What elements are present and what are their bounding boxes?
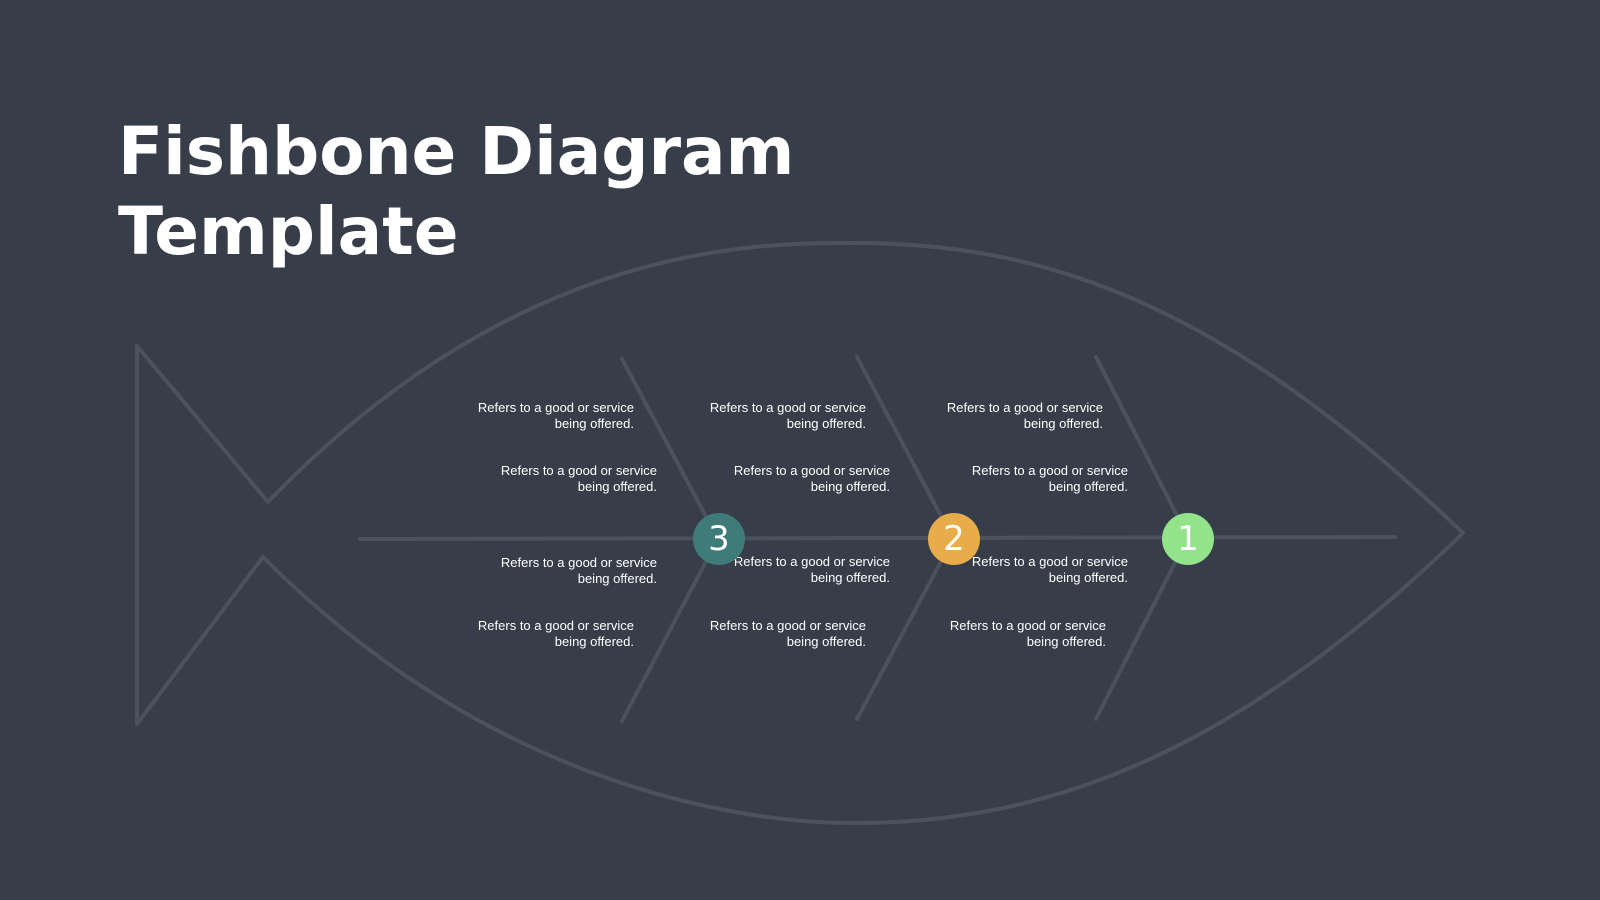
cause-label: Refers to a good or service being offere… (733, 463, 890, 494)
node-3: 3 (693, 513, 745, 565)
cause-label: Refers to a good or service being offere… (477, 618, 634, 649)
cause-label: Refers to a good or service being offere… (971, 463, 1128, 494)
cause-label: Refers to a good or service being offere… (946, 400, 1103, 431)
cause-label: Refers to a good or service being offere… (500, 555, 657, 586)
fish-body-bottom (261, 531, 1465, 825)
cause-label: Refers to a good or service being offere… (733, 554, 890, 585)
cause-label: Refers to a good or service being offere… (949, 618, 1106, 649)
title-line-1: Fishbone Diagram (118, 113, 795, 190)
bone-2-lower (855, 537, 955, 721)
cause-label: Refers to a good or service being offere… (709, 618, 866, 649)
bone-1-upper (1094, 355, 1190, 539)
fish-body-top (266, 240, 1465, 535)
node-2: 2 (928, 513, 980, 565)
bone-1-lower (1094, 535, 1190, 721)
bone-3-lower (620, 537, 720, 723)
cause-label: Refers to a good or service being offere… (477, 400, 634, 431)
fish-tail (135, 344, 270, 726)
cause-label: Refers to a good or service being offere… (971, 554, 1128, 585)
bone-2-upper (855, 355, 955, 541)
bone-3-upper (620, 357, 720, 541)
cause-label: Refers to a good or service being offere… (500, 463, 657, 494)
title-line-2: Template (118, 193, 459, 270)
page-title: Fishbone Diagram Template (118, 112, 794, 272)
cause-label: Refers to a good or service being offere… (709, 400, 866, 431)
fish-spine (358, 535, 1397, 541)
node-1: 1 (1162, 513, 1214, 565)
